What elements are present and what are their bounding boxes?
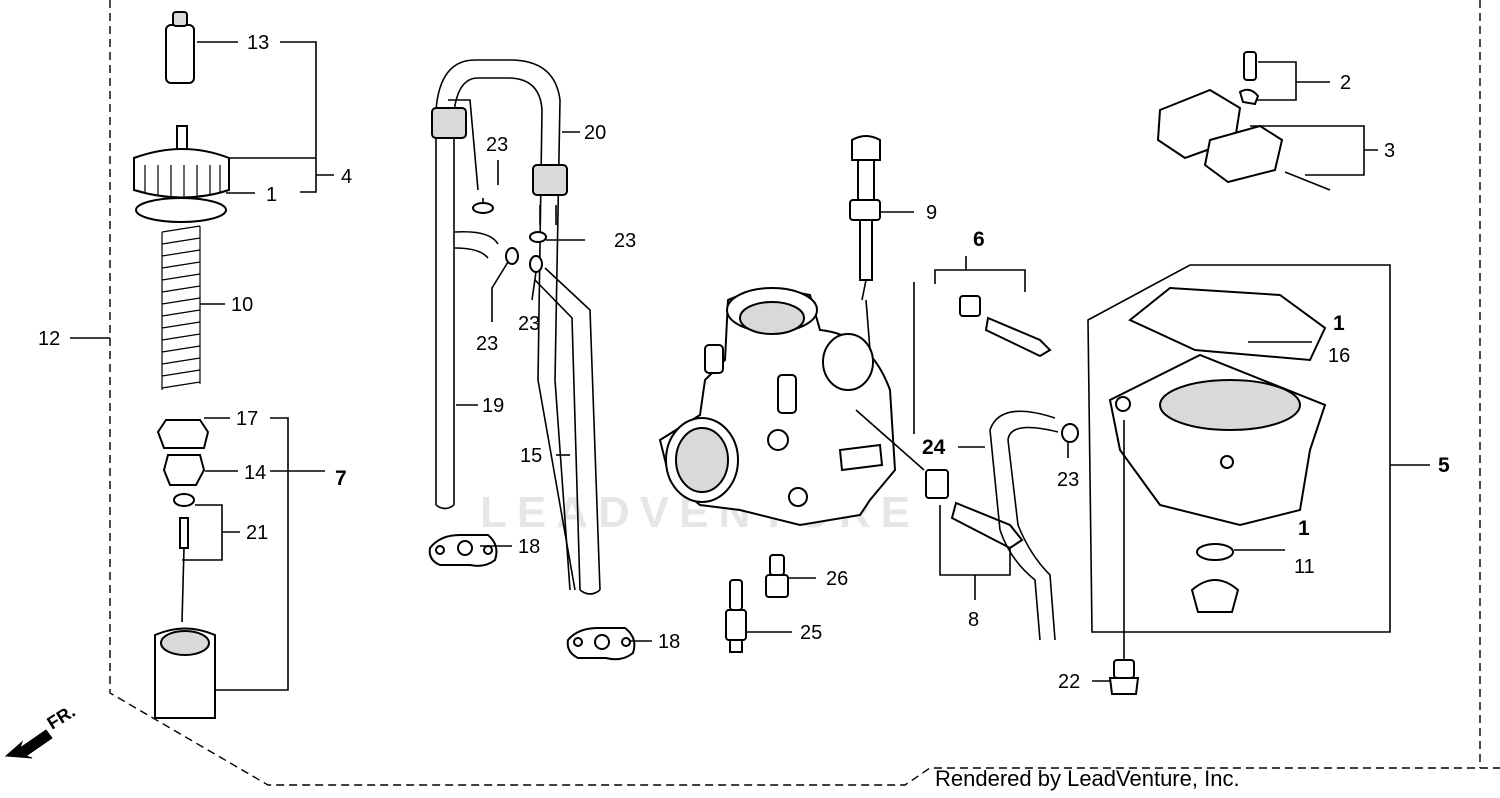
label-26: 26 [826,568,848,590]
label-19: 19 [482,395,504,417]
part-6-adjust-screw [959,295,1052,358]
label-21: 21 [246,522,268,544]
part-17-retainer [156,419,210,449]
label-1-plug: 1 [1298,517,1310,540]
label-4: 4 [341,166,352,188]
label-16: 16 [1328,345,1350,367]
label-22: 22 [1058,671,1080,693]
left-callouts [70,41,334,691]
part-1-gasket [135,197,227,223]
part-25-main-jet [725,579,747,653]
label-11: 11 [1294,556,1315,578]
label-10: 10 [231,294,253,316]
part-11-drain-plug [1190,543,1240,613]
label-18-top: 18 [518,536,540,558]
label-23-left: 23 [476,333,498,355]
label-17: 17 [236,408,258,430]
float-bowl-frame [1087,264,1391,633]
credit-line: Rendered by LeadVenture, Inc. [935,766,1240,791]
part-8-idle-screw [925,469,1024,550]
throttle-valve [154,627,216,719]
label-23-mid: 23 [518,313,540,335]
part-26-slow-jet [765,554,789,598]
label-15: 15 [520,445,542,467]
part-labels: 13 4 1 10 12 17 14 7 21 20 23 23 23 23 1… [38,32,1450,693]
part-24-hose [989,410,1059,641]
part-22-bolt [1108,659,1140,695]
label-20: 20 [584,122,606,144]
label-3: 3 [1384,140,1395,162]
label-9: 9 [926,202,937,224]
label-25: 25 [800,622,822,644]
label-23-right: 23 [614,230,636,252]
label-23-top: 23 [486,134,508,156]
label-5: 5 [1438,454,1450,477]
label-24: 24 [922,436,946,459]
part-23-clips [472,202,1079,443]
part-10-spring [161,225,201,390]
hose-set [431,59,601,595]
label-13: 13 [247,32,269,54]
label-23-bowl: 23 [1057,469,1079,491]
hose-callouts [456,131,652,642]
direction-label: FR. [44,701,79,733]
label-18-bottom: 18 [658,631,680,653]
part-3-float [1156,88,1331,191]
front-direction-arrow-icon: FR. [4,701,79,759]
label-14: 14 [244,462,266,484]
carburetor-body [658,287,897,527]
part-21-jet-needle [173,493,195,623]
part-13-cable-adjuster [165,11,195,84]
label-1-gasket: 1 [266,184,277,206]
throttle-assembly [133,11,230,719]
label-8: 8 [968,609,979,631]
label-1-bowl: 1 [1333,312,1345,335]
part-4-top-cap [133,125,230,199]
label-7: 7 [335,467,347,490]
part-5-float-bowl [1108,353,1327,527]
part-16-bowl-gasket [1128,286,1327,362]
label-12: 12 [38,328,60,350]
part-9-starter-plunger [849,135,881,301]
label-6: 6 [973,228,985,251]
part-2-float-valve [1238,51,1260,106]
label-2: 2 [1340,72,1351,94]
assembly-boundary [109,0,1500,786]
part-14-needle-holder [162,454,206,486]
